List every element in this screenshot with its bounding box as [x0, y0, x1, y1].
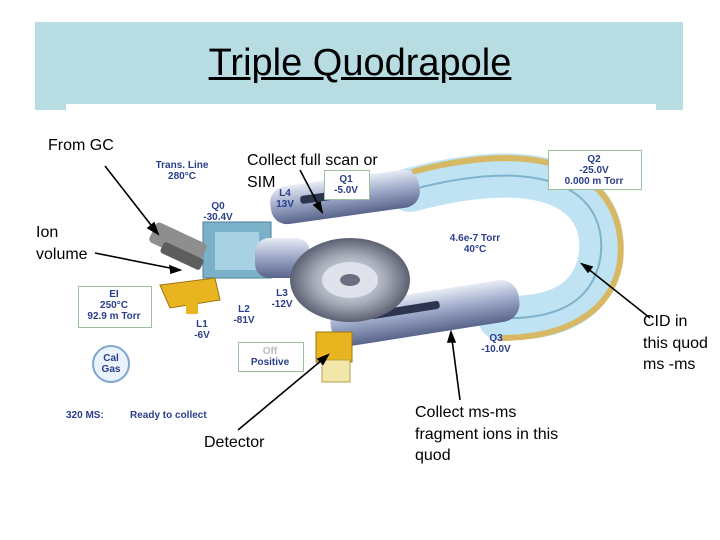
l1-label: L1: [186, 319, 218, 330]
q3-voltage: -10.0V: [470, 344, 522, 355]
q2-voltage: -25.0V: [550, 165, 638, 176]
q3-label: Q3: [470, 333, 522, 344]
l4-voltage: 13V: [270, 199, 300, 210]
ei-temp: 250°C: [80, 300, 148, 311]
status-id: 320 MS:: [66, 410, 116, 421]
cal-gas-label: Gas: [92, 364, 130, 375]
off-axis-disc: [290, 238, 410, 322]
mode-off: Off: [240, 346, 300, 357]
vacuum-pressure: 4.6e-7 Torr: [440, 233, 510, 244]
cal-label: Cal: [92, 353, 130, 364]
l2-label: L2: [226, 304, 262, 315]
callout-collect-full-scan: Collect full scan or SIM: [247, 150, 407, 193]
l1-voltage: -6V: [186, 330, 218, 341]
l3-voltage: -12V: [264, 299, 300, 310]
vacuum-temp: 40°C: [440, 244, 510, 255]
q0-voltage: -30.4V: [196, 212, 240, 223]
callout-collect-msms: Collect ms-ms fragment ions in this quod: [415, 402, 565, 467]
callout-cid: CID in this quod ms -ms: [643, 311, 715, 376]
mode-positive: Positive: [240, 357, 300, 368]
callout-ion-volume: Ion volume: [36, 222, 106, 265]
ei-pressure: 92.9 m Torr: [80, 311, 148, 322]
trans-line-label: Trans. Line: [150, 160, 214, 171]
l3-label: L3: [264, 288, 300, 299]
l2-voltage: -81V: [226, 315, 262, 326]
trans-line-temp: 280°C: [150, 171, 214, 182]
callout-detector: Detector: [204, 432, 264, 454]
q0-label: Q0: [198, 201, 238, 212]
q2-label: Q2: [550, 154, 638, 165]
status-text: Ready to collect: [130, 410, 230, 421]
callout-from-gc: From GC: [48, 135, 114, 157]
q2-pressure: 0.000 m Torr: [550, 176, 638, 187]
ei-label: EI: [80, 289, 148, 300]
